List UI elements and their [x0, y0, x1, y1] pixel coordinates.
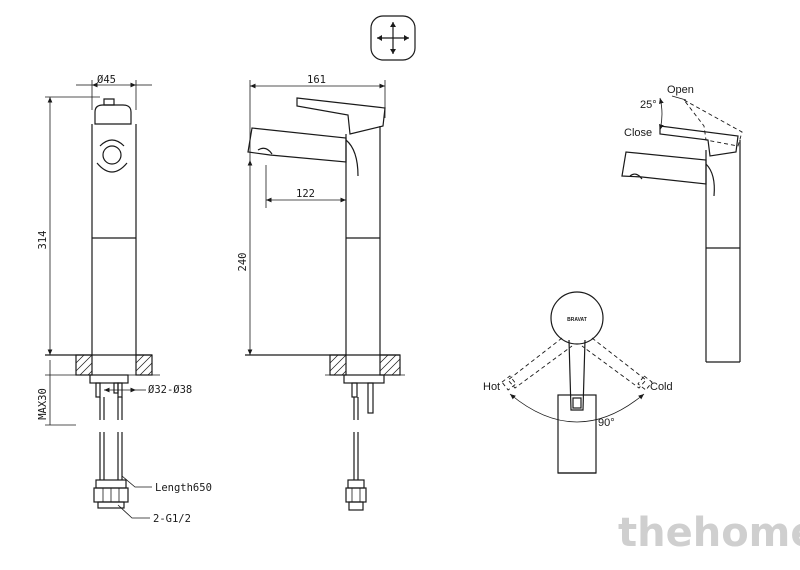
- dim-spout-height: 240: [237, 253, 249, 272]
- control-symbol-icon: [370, 15, 416, 61]
- dim-max-thickness: MAX30: [37, 388, 49, 420]
- open-label: Open: [667, 84, 694, 96]
- leader-thread: [117, 504, 150, 519]
- brand-mark: BRAVAT: [567, 317, 587, 323]
- dim-spout-reach: 122: [296, 188, 315, 200]
- side-view: [245, 80, 405, 511]
- cold-label: Cold: [650, 381, 673, 393]
- dim-hole-diameter: Ø32-Ø38: [148, 384, 192, 396]
- front-view: [45, 80, 160, 519]
- angle-label: 25°: [640, 99, 657, 111]
- thread-label: 2-G1/2: [153, 513, 191, 525]
- leader-length: [121, 475, 152, 488]
- hose-length-label: Length650: [155, 482, 212, 494]
- dim-diameter-top: Ø45: [97, 74, 116, 86]
- watermark: thehome: [618, 510, 800, 556]
- dim-reach-total: 161: [307, 74, 326, 86]
- handle-angle-view: [621, 95, 743, 363]
- rotation-angle-label: 90°: [598, 417, 615, 429]
- dim-height-total: 314: [37, 231, 49, 250]
- rotation-view: [501, 291, 653, 474]
- hot-label: Hot: [483, 381, 500, 393]
- close-label: Close: [624, 127, 652, 139]
